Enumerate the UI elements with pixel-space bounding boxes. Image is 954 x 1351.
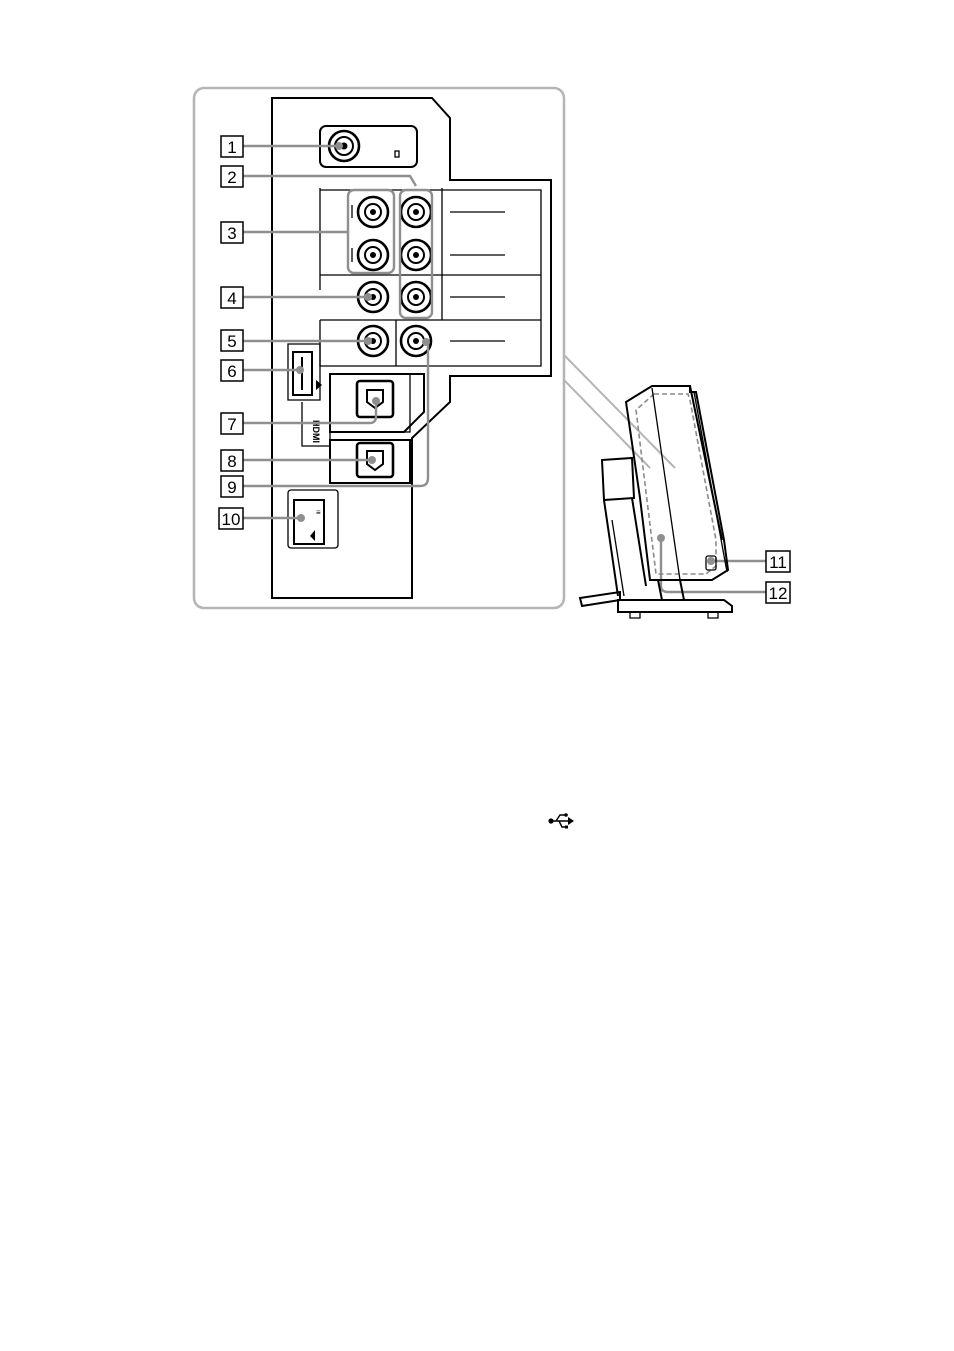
callout-9: 9 xyxy=(221,476,243,497)
callout-8-label: 8 xyxy=(227,452,236,471)
callout-2: 2 xyxy=(221,166,243,187)
callout-12-label: 12 xyxy=(769,584,788,603)
rca-jack-2b xyxy=(401,240,431,270)
rca-jack-2a xyxy=(401,197,431,227)
callout-6: 6 xyxy=(221,360,243,381)
rca-jack-3b xyxy=(358,240,388,270)
svg-text:≡: ≡ xyxy=(316,508,321,517)
callout-10: 10 xyxy=(219,508,243,529)
callout-10-label: 10 xyxy=(222,510,241,529)
leader-lines xyxy=(243,142,766,592)
usb-icon xyxy=(548,813,574,828)
callout-12: 12 xyxy=(766,582,790,603)
callout-5: 5 xyxy=(221,330,243,351)
rca-jack-group xyxy=(352,197,505,356)
callout-1-label: 1 xyxy=(227,138,236,157)
callout-11: 11 xyxy=(766,551,790,572)
zoom-line-upper xyxy=(564,355,675,468)
callout-4-label: 4 xyxy=(227,289,236,308)
callout-3-label: 3 xyxy=(227,224,236,243)
callout-9-label: 9 xyxy=(227,478,236,497)
callout-8: 8 xyxy=(221,450,243,471)
rca-jack-2c xyxy=(401,282,431,312)
callout-7-label: 7 xyxy=(227,415,236,434)
zoom-line-lower xyxy=(564,380,650,468)
callout-3: 3 xyxy=(221,222,243,243)
callout-1: 1 xyxy=(221,136,243,157)
callout-6-label: 6 xyxy=(227,362,236,381)
callout-4: 4 xyxy=(221,287,243,308)
rca-jack-3a xyxy=(358,197,388,227)
callout-2-label: 2 xyxy=(227,168,236,187)
callout-7: 7 xyxy=(221,413,243,434)
callout-11-label: 11 xyxy=(769,553,787,572)
callout-5-label: 5 xyxy=(227,332,236,351)
callouts: 1 2 3 4 5 6 7 8 9 10 11 12 xyxy=(219,136,790,603)
